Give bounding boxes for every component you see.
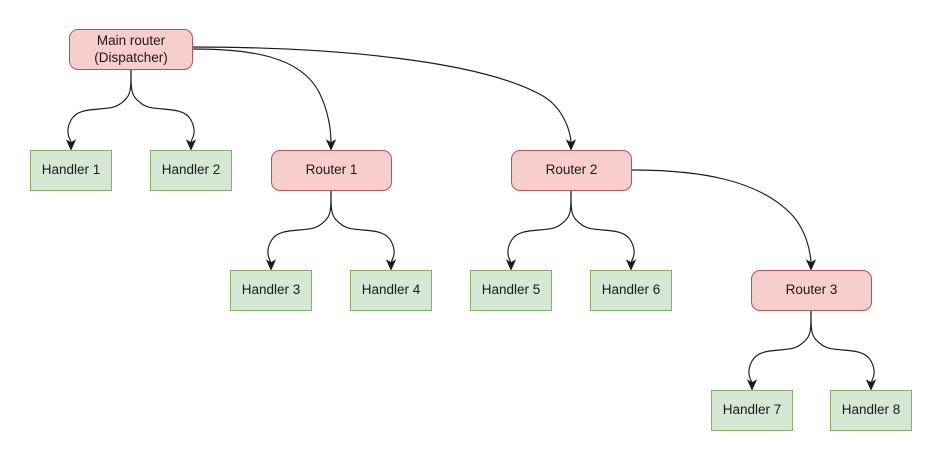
node-router-2[interactable]: Router 2 — [511, 150, 632, 191]
node-handler-6[interactable]: Handler 6 — [590, 270, 672, 311]
edge-main-router-to-handler-1 — [65, 69, 132, 151]
edge-main-router-to-router-1 — [192, 48, 337, 151]
edge-router-3-to-handler-7 — [746, 310, 812, 391]
edge-router-3-to-handler-8 — [810, 310, 877, 391]
node-handler-3[interactable]: Handler 3 — [230, 270, 312, 311]
edge-router-2-to-router-3 — [631, 169, 817, 271]
edge-main-router-to-router-2 — [192, 46, 577, 151]
node-handler-4[interactable]: Handler 4 — [350, 270, 432, 311]
node-handler-8[interactable]: Handler 8 — [830, 390, 912, 431]
edge-main-router-to-handler-2 — [130, 69, 197, 151]
edge-router-2-to-handler-5 — [505, 190, 572, 271]
node-handler-7[interactable]: Handler 7 — [711, 390, 793, 431]
node-router-3[interactable]: Router 3 — [751, 270, 872, 311]
node-router-1[interactable]: Router 1 — [271, 150, 392, 191]
node-main-router[interactable]: Main router (Dispatcher) — [69, 29, 193, 70]
node-handler-2[interactable]: Handler 2 — [150, 150, 232, 191]
edge-router-2-to-handler-6 — [570, 190, 637, 271]
node-handler-5[interactable]: Handler 5 — [470, 270, 552, 311]
node-handler-1[interactable]: Handler 1 — [30, 150, 112, 191]
edge-router-1-to-handler-3 — [265, 190, 332, 271]
edge-router-1-to-handler-4 — [330, 190, 397, 271]
